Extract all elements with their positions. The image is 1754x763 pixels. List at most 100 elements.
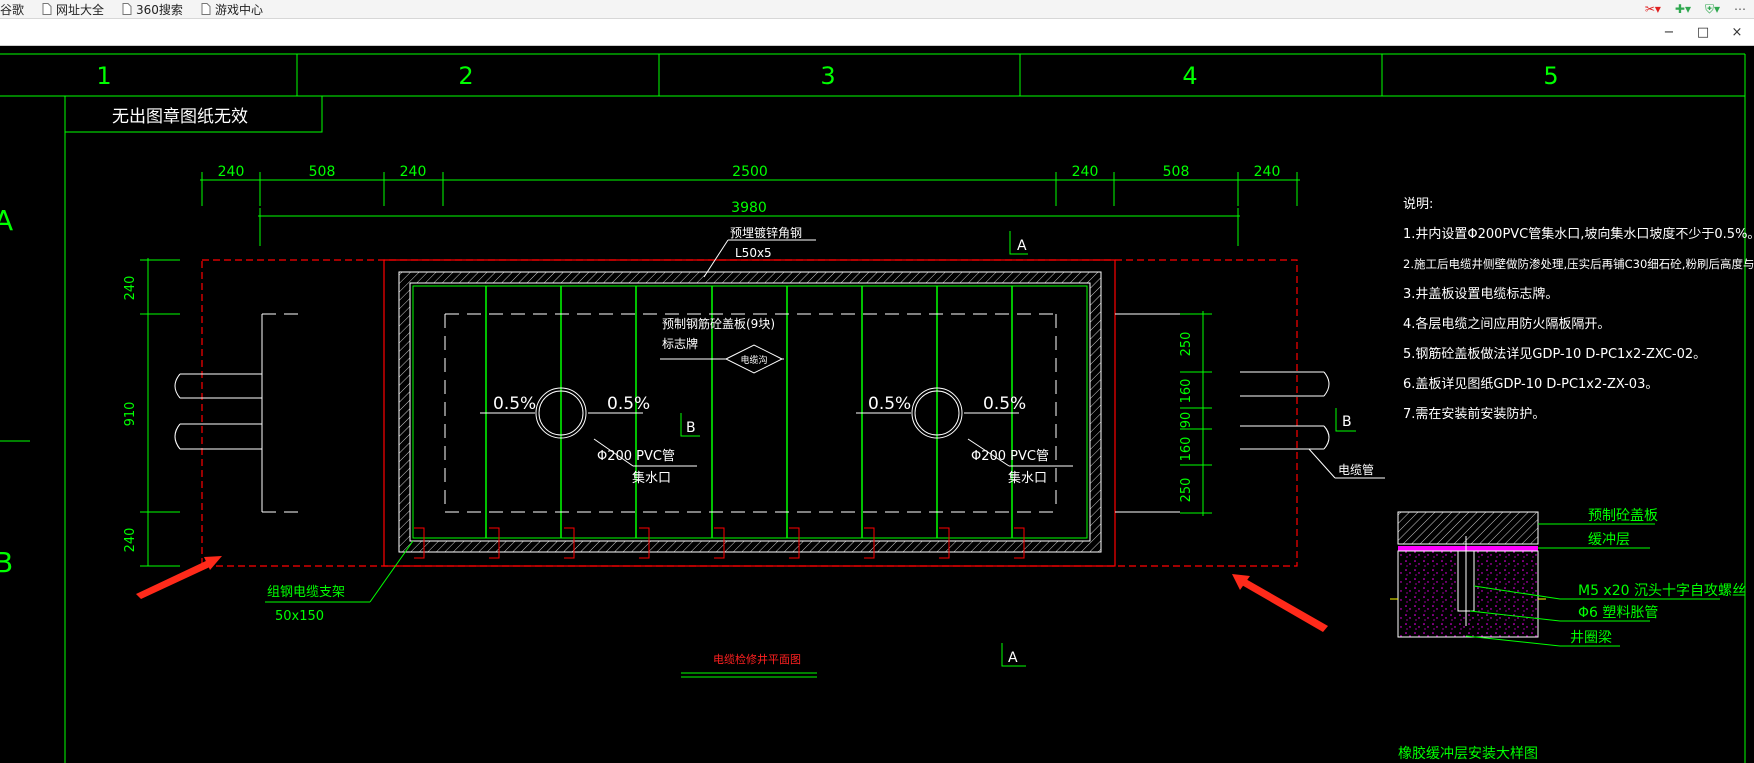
- dim-right-3: 90: [1179, 412, 1194, 429]
- grid-column-labels: 1 2 3 4 5: [96, 62, 1558, 90]
- pipe-labels: Φ200 PVC管 集水口 Φ200 PVC管 集水口: [597, 449, 1049, 486]
- detail-drawing: [1390, 511, 1546, 638]
- bookmark-game-center[interactable]: 游戏中心: [201, 1, 263, 18]
- grid-col-5: 5: [1543, 62, 1558, 90]
- right-dimension-text: 250 160 90 160 250: [1179, 332, 1194, 503]
- window-title-bar: − □ ×: [0, 19, 1754, 46]
- top-dimension-chain: [200, 172, 1300, 246]
- top-dimension-text: 240 508 240 2500 240 508 240 3980: [218, 164, 1281, 216]
- dim-top-5: 240: [1072, 164, 1099, 180]
- section-marker-lines: [680, 231, 1356, 667]
- slope-label: 0.5%: [868, 394, 911, 414]
- shield-icon[interactable]: ⛨▾: [1704, 1, 1720, 16]
- sump-label: 集水口: [632, 470, 671, 486]
- bracket-markers: [414, 527, 1025, 559]
- grid-row-labels: A B: [0, 204, 13, 579]
- close-button[interactable]: ×: [1731, 24, 1743, 40]
- label-bracket: 组钢电缆支架: [267, 584, 345, 600]
- detail-label: 井圈梁: [1570, 630, 1612, 646]
- maximize-button[interactable]: □: [1696, 24, 1710, 40]
- dim-left-2: 910: [123, 402, 138, 427]
- bracket-callout: 组钢电缆支架 50x150: [265, 540, 414, 624]
- channel-edges: [261, 313, 1180, 513]
- grid-row-b: B: [0, 546, 13, 579]
- plan-title-block: 电缆检修井平面图: [681, 652, 817, 678]
- minimize-button[interactable]: −: [1663, 24, 1675, 40]
- window-controls: − □ ×: [1652, 19, 1754, 45]
- page-icon: [42, 3, 52, 15]
- bookmark-google[interactable]: 谷歌: [0, 1, 24, 18]
- grid-col-3: 3: [820, 62, 835, 90]
- browser-toolbar: ✂▾ ✚▾ ⛨▾ ⋯: [1645, 0, 1746, 18]
- section-a-bottom: A: [1008, 650, 1018, 666]
- red-arrows: [136, 556, 1328, 632]
- dim-right-4: 160: [1179, 437, 1194, 462]
- note-line: 2.施工后电缆井侧壁做防渗处理,压实后再铺C30细石砼,粉刷后高度与路面标高一致…: [1403, 257, 1754, 271]
- dim-overall: 3980: [731, 200, 767, 216]
- dim-left-3: 240: [123, 528, 138, 553]
- section-b-left: B: [686, 420, 696, 436]
- label-bracket-spec: 50x150: [275, 609, 324, 624]
- notes-heading: 说明:: [1403, 197, 1433, 212]
- bookmark-label: 360搜索: [136, 2, 183, 17]
- detail-label: 缓冲层: [1588, 532, 1630, 548]
- bookmarks-bar: 谷歌 网址大全 360搜索 游戏中心 ✂▾ ✚▾ ⛨▾ ⋯: [0, 0, 1754, 19]
- note-line: 5.钢筋砼盖板做法详见GDP-10 D-PC1x2-ZXC-02。: [1403, 346, 1706, 362]
- dim-top-6: 508: [1163, 164, 1190, 180]
- left-dimension-chain: [140, 258, 180, 567]
- dim-top-7: 240: [1254, 164, 1281, 180]
- page-icon: [122, 3, 132, 15]
- bookmark-site-directory[interactable]: 网址大全: [42, 1, 104, 18]
- section-markers: A A B B: [686, 238, 1352, 666]
- note-line: 1.井内设置Φ200PVC管集水口,坡向集水口坡度不少于0.5%。: [1403, 226, 1754, 242]
- slope-label: 0.5%: [493, 394, 536, 414]
- note-line: 7.需在安装前安装防护。: [1403, 406, 1545, 422]
- section-b-right: B: [1342, 414, 1352, 430]
- plan-title: 电缆检修井平面图: [713, 652, 801, 666]
- dim-top-3: 240: [400, 164, 427, 180]
- section-a-top: A: [1017, 238, 1027, 254]
- pipe-label: Φ200 PVC管: [971, 449, 1049, 464]
- detail-labels: 预制砼盖板 缓冲层 M5 x20 沉头十字自攻螺丝 Φ6 塑料胀管 井圈梁 橡胶…: [1398, 508, 1746, 762]
- notes-block: 说明: 1.井内设置Φ200PVC管集水口,坡向集水口坡度不少于0.5%。 2.…: [1403, 197, 1754, 422]
- right-conduits: [1240, 371, 1330, 450]
- cad-drawing-canvas[interactable]: 1 2 3 4 5 A B 无出图章图纸无效 240 508 240 2500 …: [0, 46, 1754, 763]
- dim-right-1: 250: [1179, 332, 1194, 357]
- label-cover-plate: 预制钢筋砼盖板(9块): [662, 316, 775, 331]
- sump-label: 集水口: [1008, 470, 1047, 486]
- pit-wall: [398, 271, 1102, 553]
- sump-left: [480, 387, 697, 467]
- note-line: 6.盖板详见图纸GDP-10 D-PC1x2-ZX-03。: [1403, 377, 1658, 392]
- pit-boundary: [383, 259, 1116, 567]
- puzzle-icon[interactable]: ✚▾: [1674, 2, 1691, 16]
- channel-outline: [262, 313, 1057, 513]
- dim-top-4: 2500: [732, 164, 768, 180]
- detail-title: 橡胶缓冲层安装大样图: [1398, 745, 1538, 762]
- grid-col-1: 1: [96, 62, 111, 90]
- bookmark-label: 游戏中心: [214, 2, 263, 17]
- detail-leaders: [1465, 523, 1720, 647]
- scissors-icon[interactable]: ✂▾: [1644, 2, 1661, 16]
- bookmark-360-search[interactable]: 360搜索: [122, 1, 183, 18]
- slope-label: 0.5%: [607, 394, 650, 414]
- grid-row-a: A: [0, 204, 13, 237]
- cover-plate-callout: 预制钢筋砼盖板(9块) 标志牌 电缆沟: [660, 316, 784, 374]
- bookmark-label: 网址大全: [56, 2, 105, 17]
- detail-label: M5 x20 沉头十字自攻螺丝: [1578, 583, 1746, 599]
- dim-top-2: 508: [309, 164, 336, 180]
- dim-left-1: 240: [123, 276, 138, 301]
- pipe-label: Φ200 PVC管: [597, 449, 675, 464]
- label-steel-spec: L50x5: [735, 246, 772, 260]
- dim-right-5: 250: [1179, 478, 1194, 503]
- sump-right: [856, 387, 1073, 467]
- stamp-note-box: [64, 95, 323, 133]
- grid-col-2: 2: [458, 62, 473, 90]
- more-icon[interactable]: ⋯: [1734, 2, 1746, 16]
- slope-label: 0.5%: [983, 394, 1026, 414]
- left-conduits: [174, 371, 263, 458]
- note-line: 3.井盖板设置电缆标志牌。: [1403, 286, 1558, 302]
- detail-label: 预制砼盖板: [1588, 508, 1658, 524]
- detail-label: Φ6 塑料胀管: [1578, 605, 1658, 621]
- sign-text: 电缆沟: [740, 354, 767, 366]
- note-line: 4.各层电缆之间应用防火隔板隔开。: [1403, 316, 1610, 332]
